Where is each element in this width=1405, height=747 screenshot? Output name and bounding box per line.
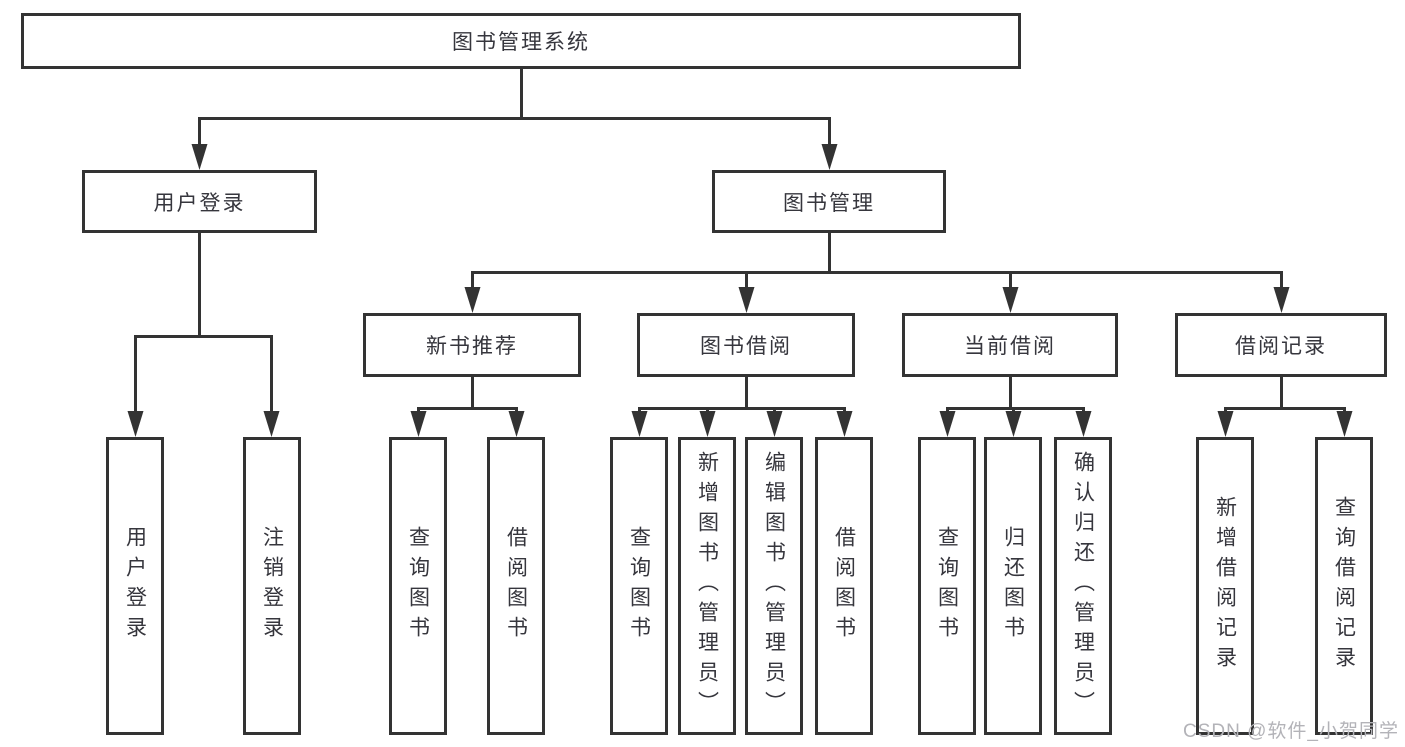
- arrow-down-icon: [738, 287, 755, 313]
- leaf-confirm-return-admin-label: 确认归还（管理员）: [1071, 451, 1095, 721]
- arrow-down-icon: [508, 411, 525, 437]
- arrow-down-icon: [699, 411, 716, 437]
- connector: [198, 117, 831, 146]
- node-new-book-recommend-label: 新书推荐: [426, 335, 518, 358]
- leaf-return-books-label: 归还图书: [1001, 526, 1025, 646]
- leaf-borrow-books-recommend: 借阅图书: [487, 437, 545, 735]
- leaf-query-books-borrowing: 查询图书: [610, 437, 668, 735]
- node-new-book-recommend: 新书推荐: [363, 313, 581, 377]
- leaf-logout: 注销登录: [243, 437, 301, 735]
- arrow-down-icon: [1075, 411, 1092, 437]
- node-book-management-label: 图书管理: [783, 191, 875, 215]
- leaf-add-borrow-record-label: 新增借阅记录: [1213, 496, 1237, 676]
- arrow-down-icon: [1002, 287, 1019, 313]
- arrow-down-icon: [410, 411, 427, 437]
- leaf-borrow-books-borrowing-label: 借阅图书: [832, 526, 856, 646]
- connector: [946, 407, 1085, 412]
- arrow-down-icon: [127, 411, 144, 437]
- arrow-down-icon: [191, 144, 208, 170]
- leaf-query-books-borrowing-label: 查询图书: [627, 526, 651, 646]
- leaf-edit-book-admin: 编辑图书（管理员）: [745, 437, 803, 735]
- arrow-down-icon: [1273, 287, 1290, 313]
- node-book-management: 图书管理: [712, 170, 946, 233]
- leaf-query-borrow-record: 查询借阅记录: [1315, 437, 1373, 735]
- leaf-borrow-books-recommend-label: 借阅图书: [504, 526, 528, 646]
- arrow-down-icon: [836, 411, 853, 437]
- arrow-down-icon: [1217, 411, 1234, 437]
- node-borrowing-records: 借阅记录: [1175, 313, 1387, 377]
- node-book-borrowing: 图书借阅: [637, 313, 855, 377]
- leaf-query-books-current: 查询图书: [918, 437, 976, 735]
- leaf-add-borrow-record: 新增借阅记录: [1196, 437, 1254, 735]
- leaf-edit-book-admin-label: 编辑图书（管理员）: [762, 451, 786, 721]
- leaf-add-book-admin: 新增图书（管理员）: [678, 437, 736, 735]
- node-current-borrowing: 当前借阅: [902, 313, 1118, 377]
- arrow-down-icon: [939, 411, 956, 437]
- node-current-borrowing-label: 当前借阅: [964, 335, 1056, 358]
- connector: [1224, 407, 1346, 412]
- arrow-down-icon: [631, 411, 648, 437]
- arrow-down-icon: [263, 411, 280, 437]
- leaf-confirm-return-admin: 确认归还（管理员）: [1054, 437, 1112, 735]
- connector: [134, 335, 273, 412]
- connector: [417, 407, 518, 412]
- node-root: 图书管理系统: [21, 13, 1021, 69]
- leaf-query-books-recommend-label: 查询图书: [406, 526, 430, 646]
- arrow-down-icon: [766, 411, 783, 437]
- leaf-query-books-recommend: 查询图书: [389, 437, 447, 735]
- leaf-query-books-current-label: 查询图书: [935, 526, 959, 646]
- leaf-logout-label: 注销登录: [260, 526, 284, 646]
- connector: [638, 407, 846, 412]
- node-user-login-label: 用户登录: [153, 191, 246, 215]
- connector: [471, 271, 1283, 288]
- node-book-borrowing-label: 图书借阅: [700, 335, 792, 358]
- leaf-add-book-admin-label: 新增图书（管理员）: [695, 451, 719, 721]
- arrow-down-icon: [821, 144, 838, 170]
- arrow-down-icon: [1005, 411, 1022, 437]
- node-borrowing-records-label: 借阅记录: [1235, 335, 1327, 358]
- watermark: CSDN @软件_小贺同学: [1183, 721, 1399, 742]
- node-user-login: 用户登录: [82, 170, 317, 233]
- node-root-label: 图书管理系统: [452, 31, 590, 54]
- leaf-query-borrow-record-label: 查询借阅记录: [1332, 496, 1356, 676]
- leaf-user-login-label: 用户登录: [123, 526, 147, 646]
- arrow-down-icon: [464, 287, 481, 313]
- arrow-down-icon: [1336, 411, 1353, 437]
- leaf-user-login: 用户登录: [106, 437, 164, 735]
- leaf-return-books: 归还图书: [984, 437, 1042, 735]
- leaf-borrow-books-borrowing: 借阅图书: [815, 437, 873, 735]
